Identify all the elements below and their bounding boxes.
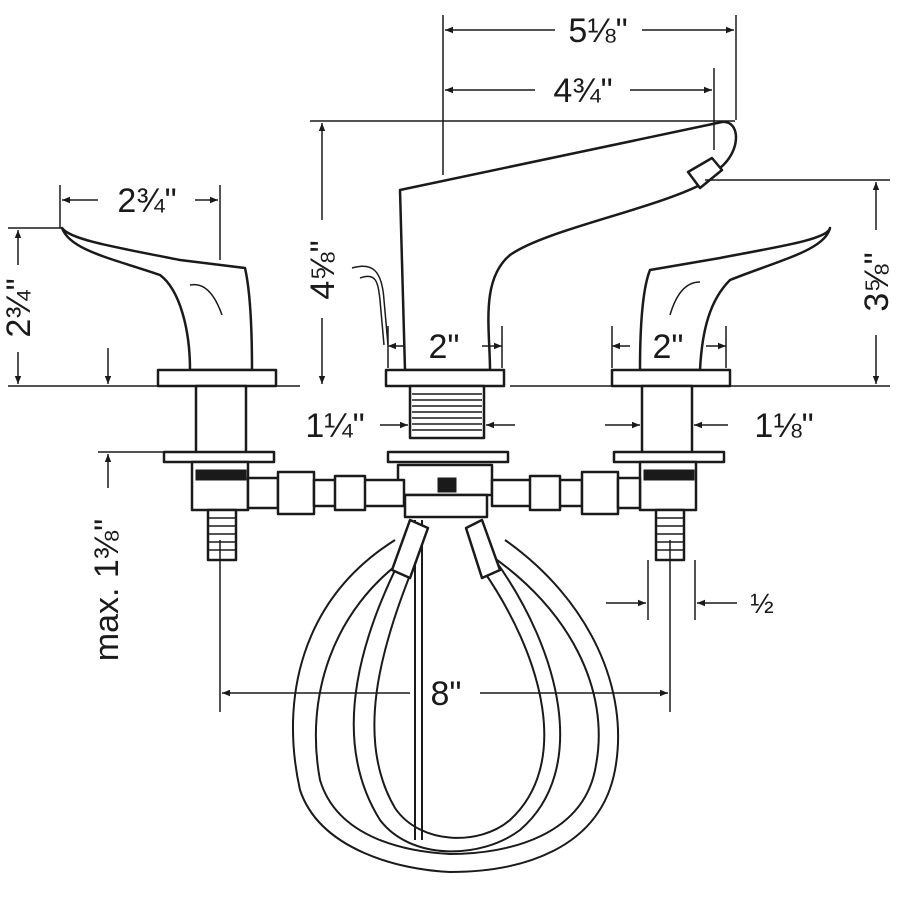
right-coupling bbox=[580, 470, 620, 516]
connector-pipes bbox=[246, 470, 642, 580]
left-valve-body bbox=[190, 460, 250, 512]
dim-spout-reach-outer: 5⅛" bbox=[568, 12, 627, 50]
spout-base-plate bbox=[384, 368, 506, 388]
dim-spout-reach-inner: 4¾" bbox=[553, 72, 612, 110]
dimension-arrows bbox=[14, 26, 880, 697]
right-handle-base bbox=[610, 368, 732, 388]
left-handle-base bbox=[156, 368, 278, 388]
dim-handle-length: 2¾" bbox=[117, 182, 176, 220]
right-handle-shank bbox=[640, 384, 694, 456]
dim-center-spread: 8" bbox=[431, 675, 462, 713]
dim-max-deck-thickness: max. 1⅜" bbox=[88, 519, 126, 661]
dim-handle-base-width: 2" bbox=[653, 328, 684, 366]
left-hose-fitting bbox=[390, 518, 430, 580]
right-hose-fitting bbox=[464, 518, 502, 580]
dim-handle-height: 2¾" bbox=[0, 278, 38, 337]
dim-aerator-height: 3⅝" bbox=[858, 252, 896, 311]
dim-spout-base-width: 2" bbox=[429, 328, 460, 366]
aerator bbox=[686, 156, 724, 190]
left-handle-washer bbox=[162, 450, 276, 464]
left-handle bbox=[60, 226, 278, 562]
dim-handle-shank-diameter: 1⅛" bbox=[754, 407, 813, 445]
left-coupling bbox=[276, 470, 316, 516]
right-handle bbox=[610, 226, 832, 562]
dim-supply-connection: ½ bbox=[750, 588, 773, 619]
extension-lines bbox=[8, 15, 890, 712]
dim-spout-height: 4⅝" bbox=[304, 240, 342, 299]
dim-spout-shank-diameter: 1¼" bbox=[305, 407, 364, 445]
spout-body bbox=[351, 120, 738, 519]
spout-connector bbox=[403, 493, 489, 519]
pop-up-rod bbox=[351, 265, 389, 346]
right-handle-washer bbox=[612, 450, 726, 464]
right-valve-body bbox=[638, 460, 698, 512]
left-handle-shank bbox=[194, 384, 248, 456]
spout-shank-threads bbox=[412, 393, 482, 431]
spout-washer bbox=[386, 450, 510, 464]
